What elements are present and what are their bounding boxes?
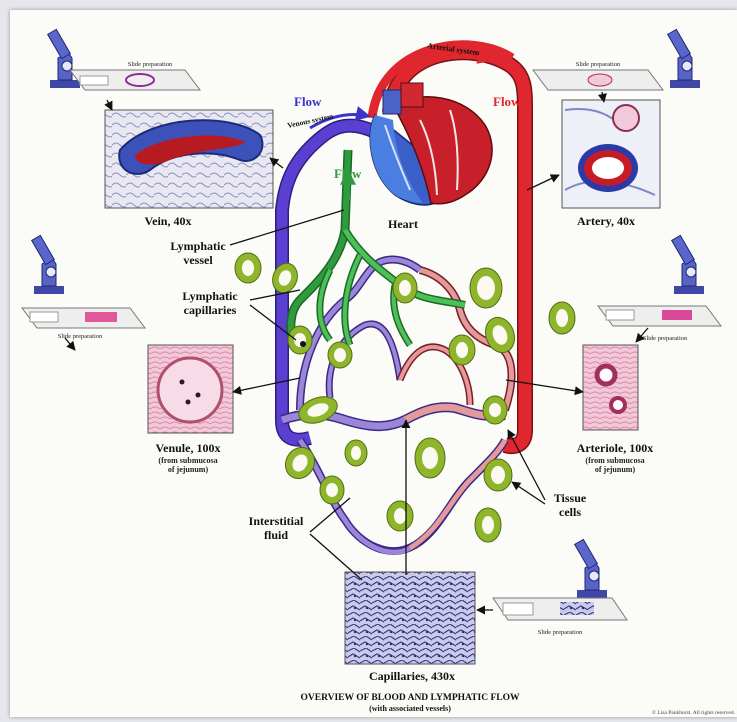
- tissue-cells-label-2: cells: [559, 505, 581, 519]
- artery-label: Artery, 40x: [577, 214, 635, 228]
- vein-micrograph: [105, 110, 273, 208]
- tissue-cell: [549, 302, 575, 334]
- tissue-cell: [280, 442, 320, 484]
- lymphatic-capillaries-label-2: capillaries: [184, 303, 237, 317]
- copyright-label: © Lisa Pankhurst. All rights reserved.: [652, 709, 736, 716]
- arteriole-micrograph: [583, 345, 638, 430]
- slide-venule-label: Slide preparation: [58, 333, 103, 340]
- interstitial-label-2: fluid: [264, 528, 288, 542]
- tissue-cell: [235, 253, 261, 283]
- slide-artery: Slide preparation: [533, 61, 663, 90]
- tissue-cell: [415, 438, 445, 478]
- vein-flow-label: Flow: [294, 94, 322, 109]
- tissue-cell: [481, 313, 520, 356]
- microscope-icon: [32, 235, 64, 294]
- capillaries-label: Capillaries, 430x: [369, 669, 455, 683]
- slide-artery-label: Slide preparation: [576, 61, 621, 68]
- tissue-cell: [387, 501, 413, 531]
- arteriole-sub-1: (from submucosa: [585, 456, 644, 465]
- venule-sub-2: of jejunum): [168, 465, 209, 474]
- slide-arteriole-label: Slide preparation: [643, 335, 688, 342]
- slide-vein-label: Slide preparation: [128, 61, 173, 68]
- tissue-cell: [345, 440, 367, 466]
- microscope-icon: [575, 539, 607, 598]
- lymph-flow-label: Flow: [334, 166, 362, 181]
- heart-illustration: [370, 83, 492, 205]
- venule-micrograph: [148, 345, 233, 433]
- slide-capillaries: Slide preparation: [493, 598, 627, 636]
- venule-label: Venule, 100x: [156, 441, 221, 455]
- slide-venule: Slide preparation: [22, 308, 145, 340]
- tissue-cell: [484, 459, 512, 491]
- capillaries-micrograph: [345, 572, 475, 664]
- slide-capillaries-label: Slide preparation: [538, 629, 583, 636]
- diagram-title: OVERVIEW OF BLOOD AND LYMPHATIC FLOW: [301, 693, 520, 703]
- slide-vein: Slide preparation: [70, 61, 200, 90]
- tissue-cell: [393, 273, 417, 303]
- interstitial-label-1: Interstitial: [249, 514, 304, 528]
- lymphatic-vessel-label-1: Lymphatic: [170, 239, 226, 253]
- tissue-cell: [475, 508, 501, 542]
- slide-arteriole: Slide preparation: [598, 306, 721, 342]
- tissue-cells-label-1: Tissue: [554, 491, 587, 505]
- heart-label: Heart: [388, 217, 418, 231]
- arteriole-label: Arteriole, 100x: [577, 441, 654, 455]
- tissue-cell: [328, 342, 352, 368]
- tissue-cell: [449, 335, 475, 365]
- microscope-icon: [668, 29, 700, 88]
- artery-flow-label: Flow: [493, 94, 521, 109]
- diagram-subtitle: (with associated vessels): [369, 704, 451, 713]
- tissue-cell: [470, 268, 502, 308]
- vein-label: Vein, 40x: [145, 214, 192, 228]
- tissue-cell: [320, 476, 344, 504]
- microscope-icon: [48, 29, 80, 88]
- venule-sub-1: (from submucosa: [158, 456, 217, 465]
- circulation-diagram: Slide preparation Slide preparation Slid…: [10, 10, 737, 717]
- tissue-cell: [483, 396, 507, 424]
- tissue-cell: [288, 326, 312, 354]
- microscope-icon: [672, 235, 704, 294]
- arteriole-sub-2: of jejunum): [595, 465, 636, 474]
- diagram-poster: Slide preparation Slide preparation Slid…: [10, 10, 737, 717]
- artery-micrograph: [562, 100, 660, 208]
- lymphatic-capillaries-label-1: Lymphatic: [182, 289, 238, 303]
- lymphatic-vessel-label-2: vessel: [183, 253, 213, 267]
